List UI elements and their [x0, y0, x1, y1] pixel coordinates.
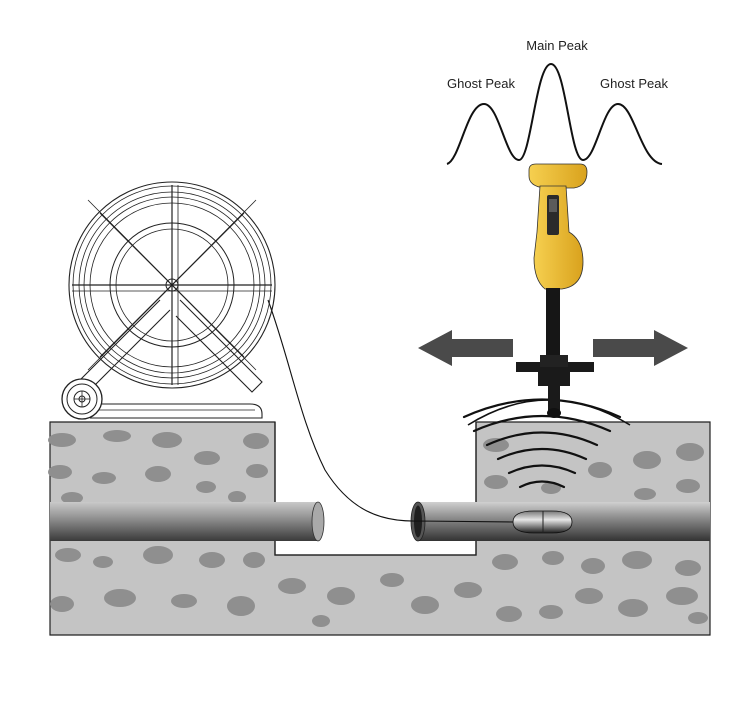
- trench-outline: [274, 422, 477, 556]
- push-rod-cable: [267, 299, 514, 523]
- move-right-arrow-icon: [593, 330, 688, 366]
- move-left-arrow-icon: [418, 330, 513, 366]
- main-peak-label: Main Peak: [526, 38, 588, 53]
- pipe-left: [50, 501, 325, 542]
- ground: [48, 421, 711, 636]
- cable-reel-icon: [61, 181, 276, 420]
- sonde-transmitter-icon: [512, 510, 573, 534]
- signal-peak-curve: [446, 62, 663, 165]
- ghost-peak-left-label: Ghost Peak: [447, 76, 515, 91]
- stones: [48, 430, 708, 627]
- handheld-locator-icon: [516, 163, 594, 418]
- ghost-peak-right-label: Ghost Peak: [600, 76, 668, 91]
